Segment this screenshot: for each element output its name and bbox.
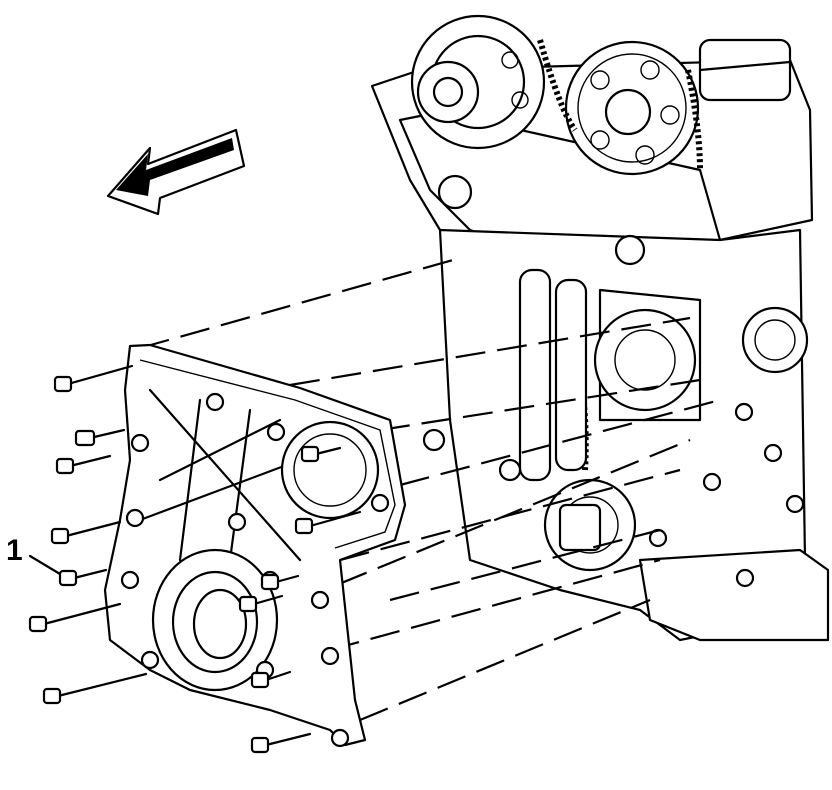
- bolt-icon: [42, 672, 148, 705]
- alignment-lines: [139, 256, 721, 722]
- bolt-icon: [260, 573, 300, 591]
- camshaft-sprocket-right: [564, 40, 700, 176]
- direction-arrow-icon: [106, 128, 246, 216]
- engine-block: [370, 14, 830, 642]
- bolt-icon: [250, 670, 292, 689]
- bolt-icon: [50, 520, 122, 545]
- bolt-icon: [55, 454, 112, 475]
- bolt-icon: [28, 602, 122, 633]
- bolt-icon: [250, 732, 312, 754]
- bolt-icon: [53, 364, 134, 393]
- bolt-icon: [300, 445, 342, 463]
- bolt-icon: [238, 594, 284, 613]
- bolt-icon: [58, 568, 108, 587]
- bolt-icon: [294, 510, 362, 535]
- bolts: [28, 364, 362, 754]
- callout-1: 1: [6, 534, 62, 576]
- callout-label: 1: [6, 534, 23, 567]
- bolt-icon: [74, 428, 126, 447]
- camshaft-sprocket-left: [410, 14, 546, 150]
